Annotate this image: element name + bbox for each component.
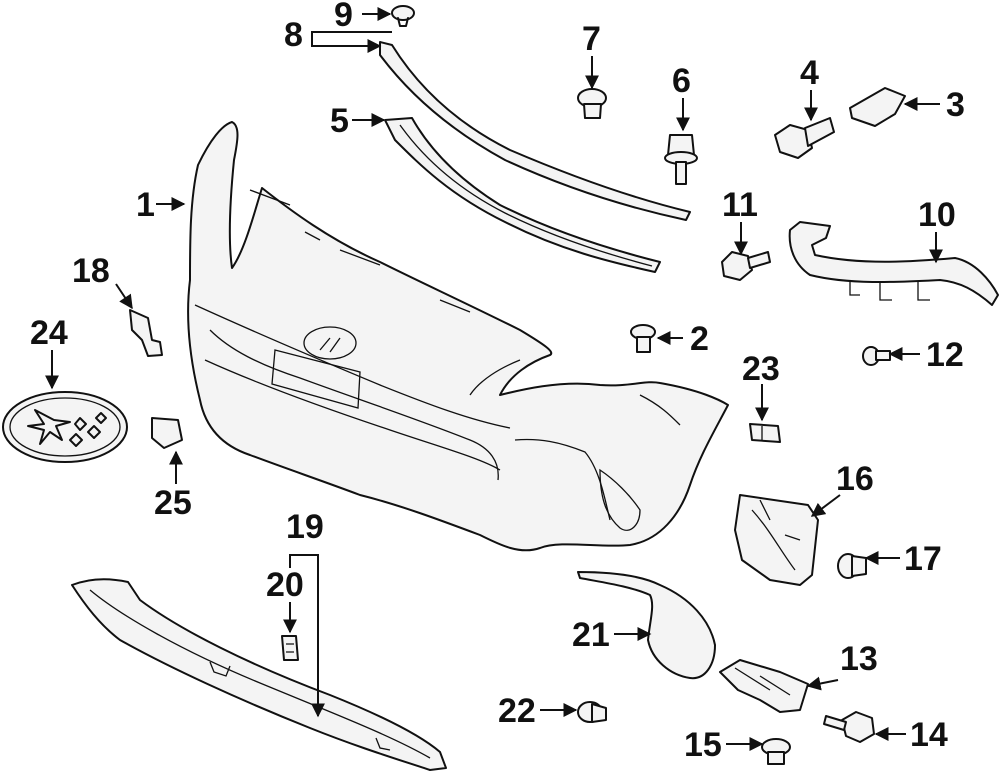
callout-23: 23: [742, 350, 780, 388]
clip-22: [577, 701, 607, 723]
clip-7: [577, 88, 607, 119]
callout-12: 12: [926, 336, 964, 374]
callout-2: 2: [690, 320, 709, 358]
bumper-cover: [187, 121, 729, 552]
callout-19: 19: [286, 508, 324, 546]
leader-lines: [45, 7, 943, 751]
bolt-6: [664, 134, 698, 185]
emblem-24: [2, 391, 128, 463]
corner-trim-21: [577, 571, 716, 680]
bolt-14: [823, 711, 875, 743]
callout-1: 1: [136, 186, 155, 224]
clip-2: [630, 324, 656, 353]
upper-reinforcement: [384, 117, 661, 273]
callout-labels: 1 2 3 4 5 6 7 8 9 10 11 12 13 14 15 16 1…: [30, 0, 965, 764]
callout-15: 15: [684, 726, 722, 764]
callout-7: 7: [582, 20, 601, 58]
callout-5: 5: [330, 102, 349, 140]
clip-18: [129, 309, 163, 357]
callout-20: 20: [266, 566, 304, 604]
callout-10: 10: [918, 196, 956, 234]
callout-16: 16: [836, 460, 874, 498]
callout-11: 11: [722, 186, 758, 224]
callout-13: 13: [840, 640, 878, 678]
clip-17: [837, 553, 867, 579]
callout-24: 24: [30, 314, 68, 352]
upper-trim-strip: [379, 41, 691, 221]
callout-17: 17: [904, 540, 942, 578]
callout-14: 14: [910, 716, 948, 754]
support-beam-10: [788, 221, 999, 306]
callout-22: 22: [498, 692, 536, 730]
bracket-16: [734, 494, 819, 586]
clip-23: [749, 423, 781, 443]
callout-4: 4: [800, 54, 819, 92]
clip-15: [761, 738, 791, 765]
bolt-4: [774, 117, 835, 159]
callout-6: 6: [672, 62, 691, 100]
callout-9: 9: [334, 0, 353, 34]
clip-20: [281, 635, 299, 661]
callout-21: 21: [572, 616, 610, 654]
callout-25: 25: [154, 484, 192, 522]
pin-12: [862, 346, 891, 366]
callout-8: 8: [284, 16, 303, 54]
bracket-3: [849, 87, 906, 127]
clip-25: [151, 417, 183, 449]
bolt-11: [721, 251, 771, 281]
push-clip-9: [391, 5, 415, 27]
callout-18: 18: [72, 252, 110, 290]
lower-spoiler-19: [71, 578, 447, 771]
bracket-13: [719, 659, 809, 713]
callout-3: 3: [946, 86, 965, 124]
